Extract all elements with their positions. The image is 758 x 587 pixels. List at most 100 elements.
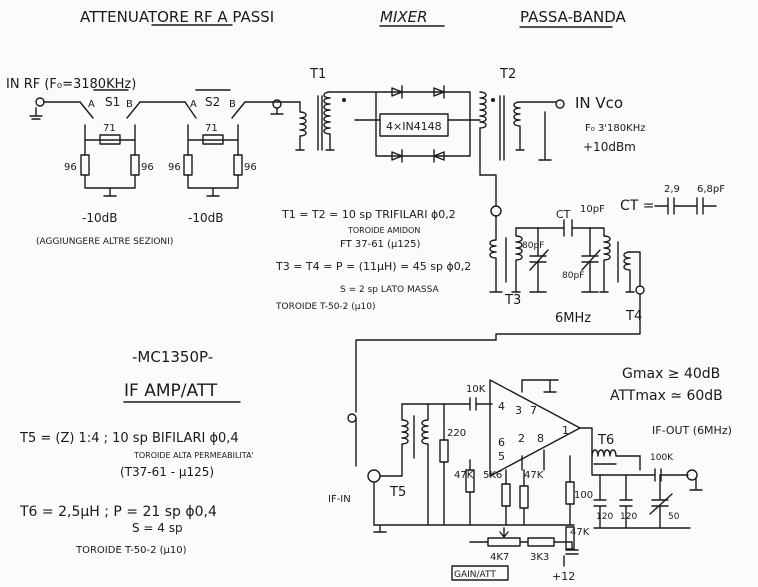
- s2-b-label: B: [229, 99, 236, 110]
- t1-secondary-coil: [323, 91, 335, 151]
- r-10k: 10K: [466, 384, 486, 395]
- r-100: 100: [574, 490, 593, 501]
- diode-icon: [391, 149, 403, 163]
- ifamp-title: IF AMP/ATT: [124, 381, 218, 401]
- diode-icon: [433, 85, 445, 99]
- s2-shunt-resistor-left: [183, 154, 193, 176]
- gain-att-box: [451, 565, 509, 581]
- t1-primary-coil: [295, 101, 307, 151]
- trimmer-right: [581, 227, 599, 293]
- s1-b-label: B: [126, 99, 133, 110]
- ifamp-chip: -MC1350P-: [132, 348, 213, 366]
- t6-line1: T6 = 2,5μH ; P = 21 sp ϕ0,4: [19, 504, 217, 520]
- pot-wires: [469, 541, 579, 555]
- trimmer-left-arrow: [529, 249, 549, 271]
- pin-4: 4: [498, 400, 505, 413]
- bp-c-left: 80pF: [522, 241, 544, 251]
- s1-shunt-wires: [84, 124, 136, 156]
- s1-label: S1: [105, 95, 120, 109]
- t2-primary-coil: [479, 91, 487, 176]
- c-120b: 120: [620, 512, 637, 522]
- t6-tap-wire: [591, 455, 641, 476]
- pin-3: 3: [515, 404, 522, 417]
- s2-shunt-resistor-right: [233, 154, 243, 176]
- attenuator-note: (AGGIUNGERE ALTRE SEZIONI): [36, 237, 173, 247]
- bp-output-connector: [635, 285, 645, 295]
- s2-r-right: 96: [244, 162, 257, 173]
- opamp-triangle: [489, 379, 581, 477]
- t4-label: T4: [625, 309, 642, 324]
- r-220: 220: [447, 428, 466, 439]
- ground-rail: [373, 524, 575, 533]
- output-caps: [593, 474, 691, 529]
- pin-7: 7: [530, 404, 537, 417]
- vco-freq: F₀ 3'180KHz: [585, 123, 645, 134]
- t3-secondary-coil: [489, 215, 503, 293]
- mixer-block: T1 T2 4×IN4148 IN Vco F₀ 3'180KHz +10dBm: [295, 67, 645, 206]
- ct-series-capacitors: [654, 197, 717, 215]
- pin-1: 1: [562, 424, 569, 437]
- header-attenuator: ATTENUATORE RF A PASSI: [80, 8, 274, 26]
- r-100k: 100K: [650, 453, 674, 463]
- vco-level: +10dBm: [583, 140, 636, 154]
- t6-label: T6: [597, 433, 614, 448]
- r-47k-bottom: 47K: [570, 527, 590, 538]
- t6-line3: TOROIDE T-50-2 (μ10): [75, 545, 187, 556]
- s1-shunt-resistor-right: [130, 154, 140, 176]
- bp-output-wire: [495, 251, 641, 341]
- c-100k-output: [639, 455, 689, 482]
- s2-r-left: 96: [168, 162, 181, 173]
- rf-input-connector: [35, 97, 45, 107]
- s2-a-label: A: [190, 99, 197, 110]
- t2-label: T2: [499, 67, 516, 82]
- spec-attmax: ATTmax ≃ 60dB: [610, 388, 723, 404]
- t6-line2: S = 4 sp: [132, 521, 183, 535]
- if-out-label: IF-OUT (6MHz): [652, 424, 732, 437]
- diode-package: [379, 113, 449, 137]
- t3-label: T3: [504, 293, 521, 308]
- vco-label: IN Vco: [575, 94, 623, 112]
- r-5k6-resistor: [501, 483, 511, 507]
- pin-2: 2: [518, 432, 525, 445]
- s1-a-label: A: [88, 99, 95, 110]
- s1-series-resistor: [99, 134, 121, 145]
- if-in-label: IF-IN: [328, 494, 351, 505]
- if-out-connector: [686, 469, 698, 481]
- ground-icon: [29, 107, 43, 120]
- trimmer-right-arrow: [581, 249, 601, 271]
- pin-8: 8: [537, 432, 544, 445]
- if-in-connector: [367, 469, 381, 483]
- ifamp-schematic: IF-IN 10K 220 4 3 7 6 5 2 8 1 47K 5K6 47…: [328, 339, 732, 583]
- note-line1: T1 = T2 = 10 sp TRIFILARI ϕ0,2: [281, 208, 456, 221]
- bp-ct-label: CT: [556, 208, 571, 221]
- bp-freq: 6MHz: [555, 311, 591, 326]
- spec-gmax: Gmax ≥ 40dB: [622, 366, 720, 382]
- s2-label: S2: [205, 95, 220, 109]
- ct-c2: 6,8pF: [697, 184, 725, 195]
- mixer-to-bandpass-wire: [479, 174, 497, 206]
- r-47k-left: 47K: [454, 470, 474, 481]
- ifamp-ground-connector: [347, 413, 357, 423]
- attenuator-section-2: A S2 B 71 96 96 -10dB: [168, 89, 257, 225]
- note-line6: TOROIDE T-50-2 (μ10): [275, 302, 375, 312]
- header-mixer: MIXER: [380, 8, 428, 26]
- s1-r-series: 71: [103, 123, 116, 134]
- r-3k3: 3K3: [530, 552, 549, 563]
- bp-input-connector: [490, 205, 502, 217]
- t5-line2: TOROIDE ALTA PERMEABILITA': [133, 451, 254, 460]
- t4-primary-coil: [599, 235, 611, 293]
- s1-shunt-resistor-left: [80, 154, 90, 176]
- pot-4k7: [487, 537, 521, 547]
- c-50: 50: [668, 512, 680, 522]
- s2-switch-blade-b: [231, 101, 246, 119]
- note-line5: S = 2 sp LATO MASSA: [340, 285, 439, 295]
- s2-shunt-wires: [187, 124, 239, 156]
- ct-formula: CT =: [620, 198, 655, 214]
- t1-dot-icon: [342, 98, 346, 102]
- bp-top-wire: [515, 227, 605, 237]
- r-220-resistor: [439, 439, 449, 463]
- c-120a: 120: [596, 512, 613, 522]
- s2-loss: -10dB: [188, 211, 223, 225]
- pot-label: 4K7: [490, 552, 509, 563]
